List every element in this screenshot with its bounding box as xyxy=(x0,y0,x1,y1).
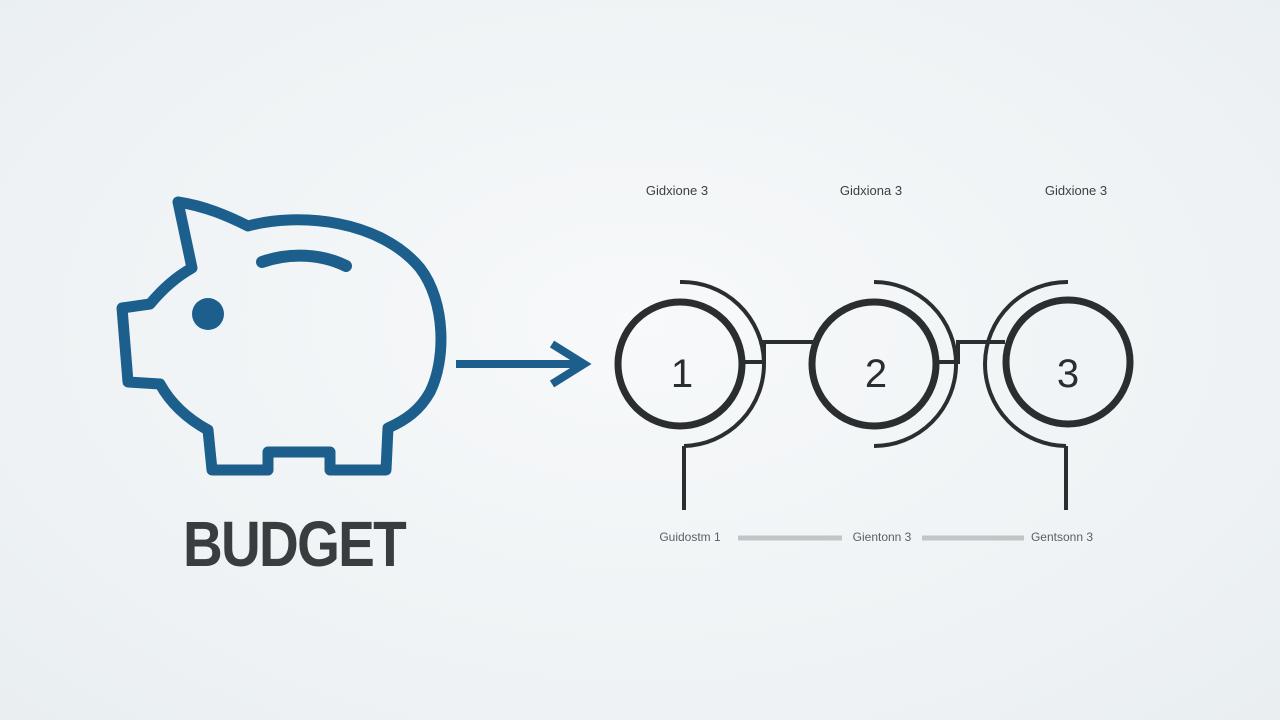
step-number-1: 1 xyxy=(671,352,693,396)
step-top-label-2: Gidxiona 3 xyxy=(839,183,903,198)
piggy-bank-outline xyxy=(116,196,447,476)
step-top-label-1: Gidxione 3 xyxy=(645,183,709,198)
piggy-bank-coin-slot xyxy=(256,249,352,272)
step-top-label-3: Gidxione 3 xyxy=(1044,183,1108,198)
step-number-3: 3 xyxy=(1057,352,1079,396)
step-bottom-label-3: Gentsonn 3 xyxy=(1030,530,1094,544)
step-ring-2 xyxy=(808,280,958,448)
piggy-bank-icon xyxy=(116,196,447,476)
piggy-bank-eye xyxy=(192,298,224,330)
budget-label: BUDGET xyxy=(183,508,407,580)
arrow-right-icon xyxy=(456,340,592,388)
connector-2-3 xyxy=(937,340,1005,364)
step-bottom-label-2: Gientonn 3 xyxy=(852,530,912,544)
step-number-2: 2 xyxy=(865,352,887,396)
step-bottom-label-1: Guidostm 1 xyxy=(659,530,721,544)
connector-1-2 xyxy=(744,340,814,364)
step-ring-3 xyxy=(983,279,1134,510)
step-ring-1 xyxy=(614,279,767,510)
